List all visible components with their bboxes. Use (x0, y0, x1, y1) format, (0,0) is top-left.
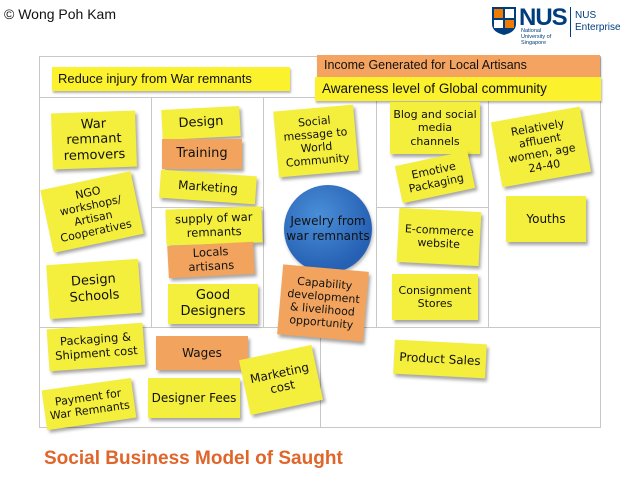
problem-banner: Reduce injury from War remnants (52, 67, 290, 91)
value-proposition-circle: Jewelry from war remnants (284, 185, 372, 273)
logo-divider (570, 7, 571, 37)
grid-line (263, 97, 264, 327)
nus-crest-icon (492, 7, 516, 35)
note-good-designers: Good Designers (168, 284, 258, 324)
note-social-message: Social message to World Community (273, 104, 359, 178)
income-banner: Income Generated for Local Artisans (317, 55, 600, 77)
note-blog-social-media: Blog and social media channels (390, 102, 480, 154)
note-packaging-shipment-cost: Packaging & Shipment cost (46, 322, 146, 372)
grid-line (376, 97, 377, 327)
nus-logo-text: NUS (519, 4, 568, 31)
note-war-remnant-removers: War remnant removers (51, 110, 137, 170)
enterprise-line-2: Enterprise (575, 22, 621, 33)
grid-line (376, 207, 488, 208)
note-ecommerce-website: E-commerce website (396, 207, 482, 267)
note-design-schools: Design Schools (46, 258, 142, 320)
enterprise-line-1: NUS (575, 10, 597, 21)
note-youths: Youths (506, 196, 586, 242)
enterprise-logo-text: NUS Enterprise (575, 10, 621, 34)
note-product-sales: Product Sales (393, 339, 487, 379)
note-consignment-stores: Consignment Stores (392, 274, 478, 320)
grid-line (320, 327, 321, 427)
page-title: Social Business Model of Saught (44, 448, 343, 469)
note-capability-development: Capability development & livelihood oppo… (277, 264, 369, 342)
copyright-text: © Wong Poh Kam (4, 6, 116, 22)
note-supply-war-remnants: supply of war remnants (165, 206, 263, 246)
nus-logo-subtext: National University of Singapore (521, 28, 552, 46)
nus-enterprise-logo: NUS National University of Singapore NUS… (491, 4, 631, 46)
awareness-banner: Awareness level of Global community (315, 77, 601, 101)
note-designer-fees: Designer Fees (148, 378, 240, 418)
grid-line (488, 97, 489, 327)
note-locals-artisans: Locals artisans (167, 241, 255, 279)
note-wages: Wages (156, 336, 248, 370)
grid-line (151, 97, 152, 327)
note-design: Design (161, 105, 241, 141)
note-training: Training (162, 139, 242, 169)
